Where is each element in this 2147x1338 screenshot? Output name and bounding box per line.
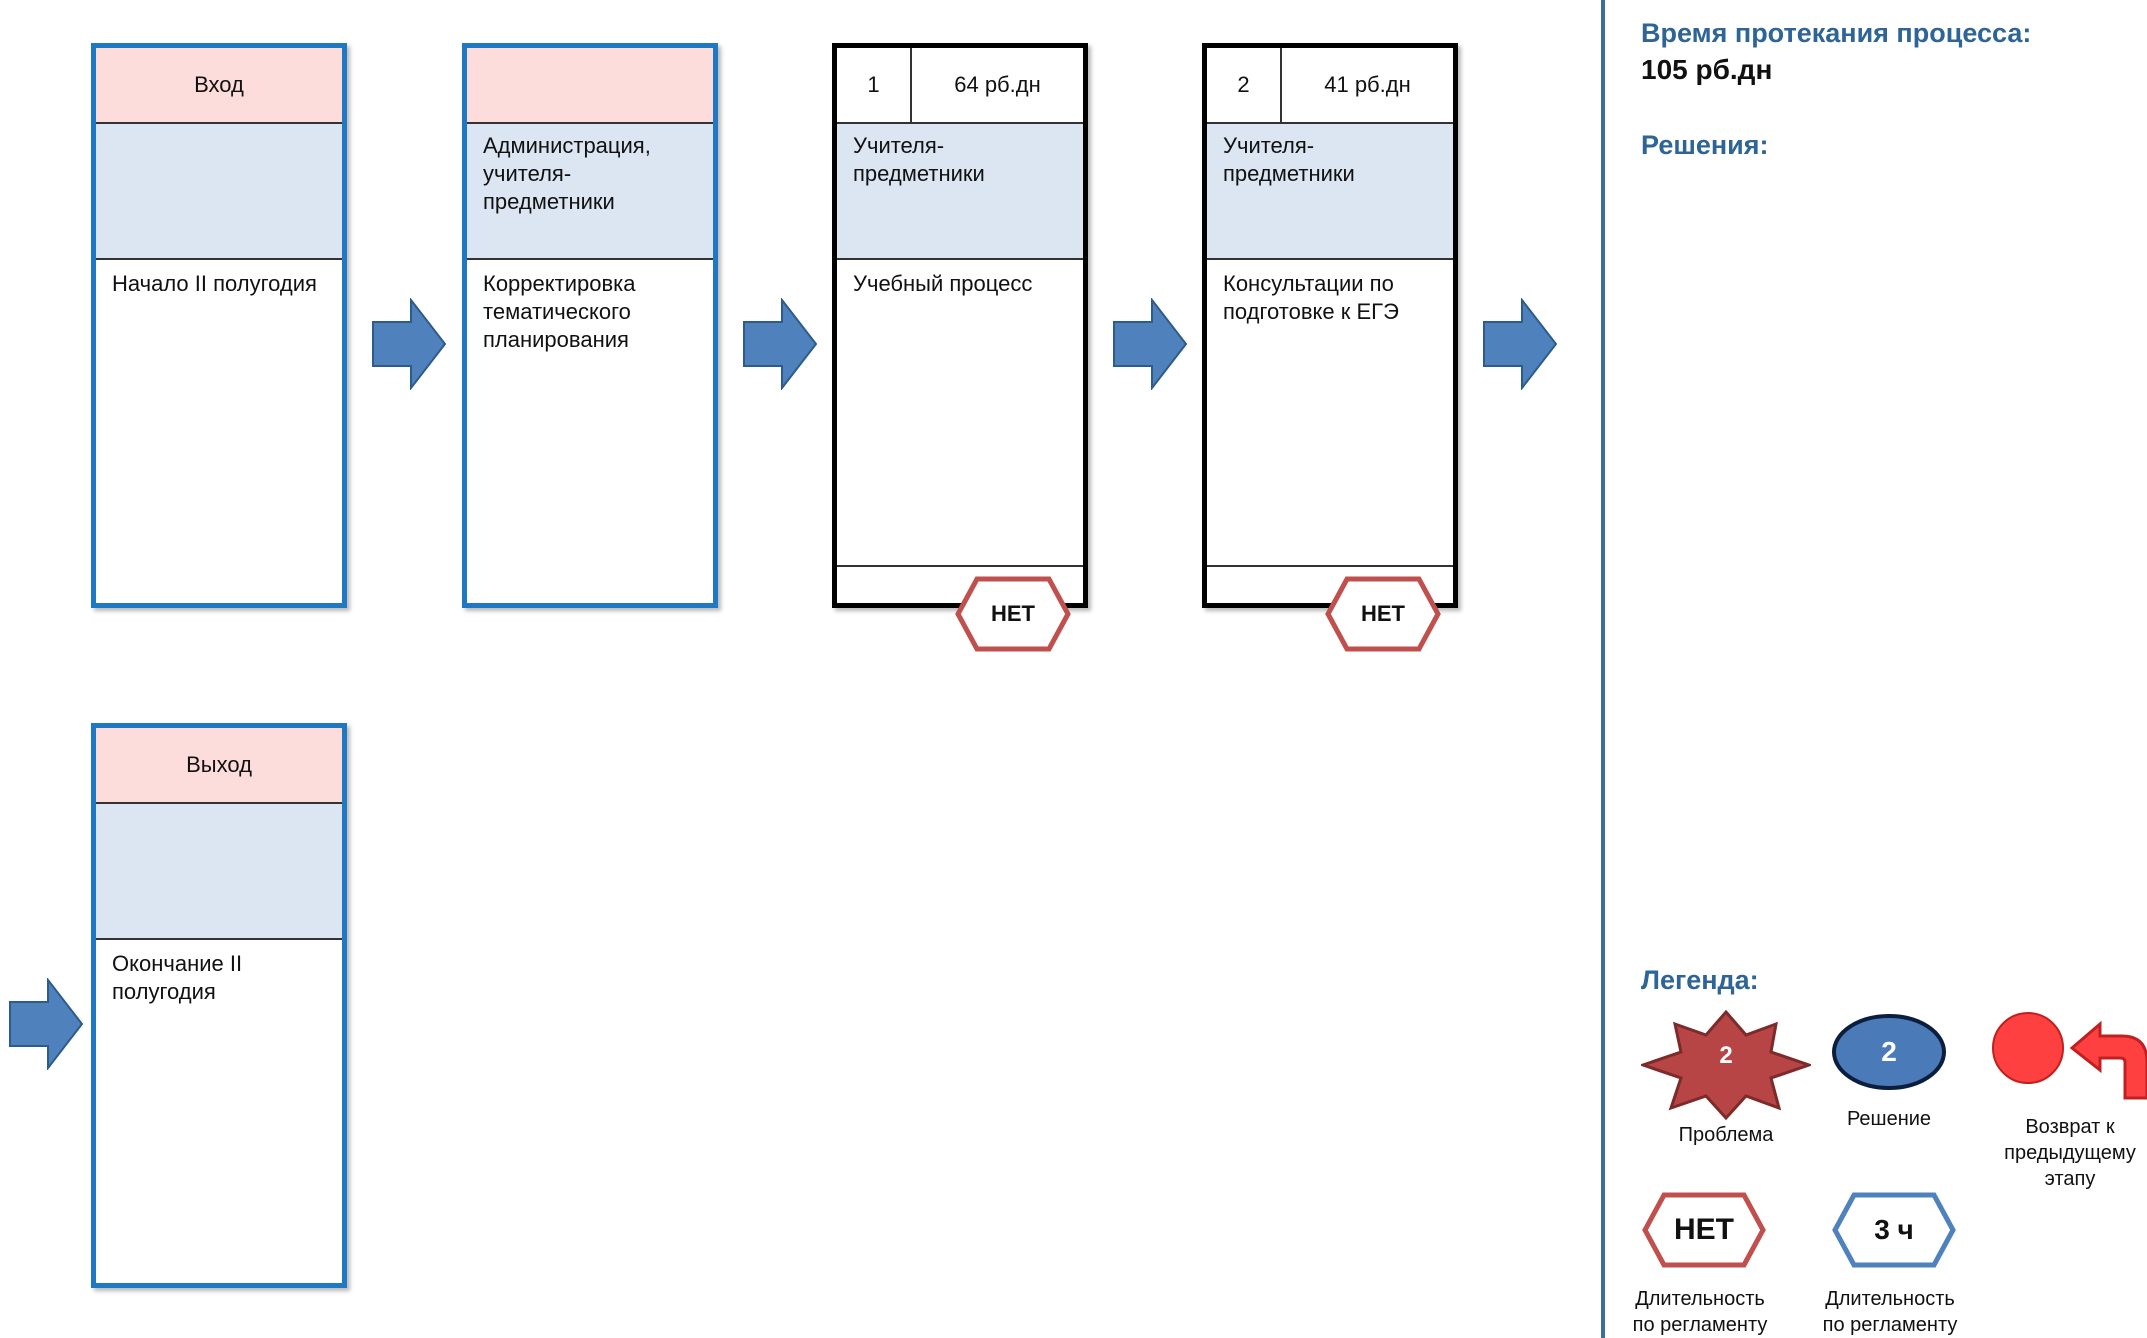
card-roles: Учителя-предметники — [837, 124, 1083, 260]
process-card-consultation[interactable]: 2 41 рб.дн Учителя-предметники Консульта… — [1202, 43, 1458, 608]
card-description: Корректировка тематического планирования — [483, 271, 636, 352]
problem-count: 2 — [1719, 1042, 1733, 1069]
card-description: Начало II полугодия — [112, 271, 317, 296]
duration-badge: НЕТ — [955, 576, 1071, 652]
step-duration: 41 рб.дн — [1324, 72, 1411, 97]
flow-arrow-icon — [1483, 298, 1558, 390]
duration-hex-icon: 3 ч — [1832, 1192, 1956, 1268]
problem-star-icon — [1641, 1010, 1811, 1120]
card-header: 2 41 рб.дн — [1207, 48, 1453, 124]
solutions-title: Решения: — [1641, 130, 1769, 160]
legend-hex-red: НЕТ Длительность по регламенту — [1622, 1192, 1778, 1338]
process-card-input[interactable]: Вход Начало II полугодия — [91, 43, 347, 608]
return-arrow-icon — [1992, 1012, 2147, 1100]
card-roles — [96, 804, 342, 940]
process-card-study[interactable]: 1 64 рб.дн Учителя-предметники Учебный п… — [832, 43, 1088, 608]
panel-divider — [1601, 0, 1605, 1338]
process-time-value: 105 рб.дн — [1641, 54, 1773, 85]
card-roles: Администрация, учителя-предметники — [467, 124, 713, 260]
duration-hex-icon: НЕТ — [1642, 1192, 1766, 1268]
card-header: Вход — [96, 48, 342, 124]
process-card-planning[interactable]: Администрация, учителя-предметники Корре… — [462, 43, 718, 608]
step-number: 1 — [837, 48, 912, 122]
legend-title: Легенда: — [1641, 965, 1759, 995]
flow-arrow-icon — [9, 978, 84, 1070]
legend-hex-blue: 3 ч Длительность по регламенту — [1812, 1192, 1968, 1338]
process-time-title: Время протекания процесса: — [1641, 18, 2032, 48]
flow-arrow-icon — [1113, 298, 1188, 390]
legend-hex-blue-label: Длительность по регламенту — [1822, 1288, 1958, 1336]
step-duration: 64 рб.дн — [954, 72, 1041, 97]
solution-circle-icon — [1832, 1014, 1946, 1090]
legend-solution-label: Решение — [1846, 1108, 1932, 1130]
card-roles: Учителя-предметники — [1207, 124, 1453, 260]
legend-return: Возврат к предыдущему этапу — [1990, 1010, 2147, 1190]
step-number: 2 — [1207, 48, 1282, 122]
legend-problem: 2 Проблема — [1641, 1010, 1811, 1150]
process-card-output[interactable]: Выход Окончание II полугодия — [91, 723, 347, 1288]
legend-hex-red-label: Длительность по регламенту — [1632, 1288, 1768, 1336]
card-description: Консультации по подготовке к ЕГЭ — [1223, 271, 1399, 324]
card-description: Окончание II полугодия — [112, 951, 243, 1004]
card-header — [467, 48, 713, 124]
flow-arrow-icon — [743, 298, 818, 390]
legend-solution: 2 Решение — [1828, 1012, 1950, 1142]
flow-arrow-icon — [372, 298, 447, 390]
legend-return-label: Возврат к предыдущему этапу — [2004, 1116, 2136, 1190]
legend-problem-label: Проблема — [1678, 1124, 1774, 1146]
card-header: Выход — [96, 728, 342, 804]
card-header: 1 64 рб.дн — [837, 48, 1083, 124]
card-roles — [96, 124, 342, 260]
duration-badge: НЕТ — [1325, 576, 1441, 652]
card-description: Учебный процесс — [853, 271, 1033, 296]
solution-count: 2 — [1881, 1036, 1897, 1067]
